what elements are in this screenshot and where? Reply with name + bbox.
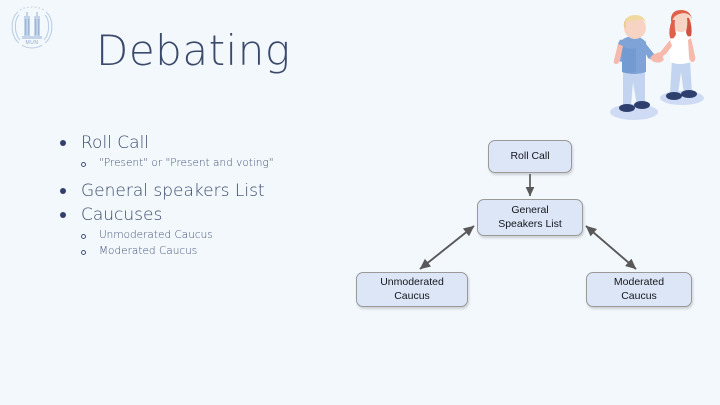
bullet-disc-icon bbox=[60, 140, 66, 146]
svg-text:MUN: MUN bbox=[26, 40, 39, 46]
bullet-label: Caucuses bbox=[81, 205, 163, 226]
two-people-talking-illustration bbox=[596, 2, 718, 124]
flow-node-general-speakers-list[interactable]: General Speakers List bbox=[477, 199, 583, 236]
bullet-disc-icon bbox=[60, 188, 66, 195]
edge-gsl-unmoderated bbox=[419, 225, 475, 270]
sub-bullet-label: Moderated Caucus bbox=[99, 244, 198, 257]
flow-node-label-line1: Unmoderated bbox=[380, 276, 444, 289]
flow-node-label: General Speakers List bbox=[498, 204, 562, 230]
flow-node-label: Unmoderated Caucus bbox=[380, 276, 444, 302]
bullet-circle-icon bbox=[81, 162, 86, 168]
flow-node-unmoderated-caucus[interactable]: Unmoderated Caucus bbox=[356, 272, 468, 307]
list-item: Roll Call bbox=[60, 132, 335, 154]
flow-node-label-line1: Moderated bbox=[613, 276, 665, 289]
woman-figure bbox=[650, 10, 697, 100]
bullet-label: Roll Call bbox=[81, 133, 150, 153]
list-item: Unmoderated Caucus bbox=[81, 228, 335, 242]
flow-node-moderated-caucus[interactable]: Moderated Caucus bbox=[586, 272, 692, 307]
flow-node-label-line2: Caucus bbox=[621, 289, 657, 302]
list-item: "Present" or "Present and voting" bbox=[81, 156, 335, 170]
flow-node-label-line2: Speakers List bbox=[498, 217, 562, 230]
bullet-circle-icon bbox=[81, 234, 86, 240]
list-item: Moderated Caucus bbox=[81, 244, 335, 258]
flow-node-label-line2: Caucus bbox=[394, 289, 430, 302]
sub-list: "Present" or "Present and voting" bbox=[81, 156, 335, 170]
man-figure bbox=[613, 15, 664, 112]
edge-gsl-moderated bbox=[585, 225, 637, 270]
list-item: Caucuses bbox=[60, 204, 335, 226]
page-title: Debating bbox=[96, 26, 291, 75]
debate-flow-diagram: Roll Call General Speakers List Unmodera… bbox=[340, 130, 715, 325]
sub-bullet-label: "Present" or "Present and voting" bbox=[99, 157, 274, 170]
bullet-label: General speakers List bbox=[81, 181, 265, 202]
bullet-disc-icon bbox=[60, 212, 66, 219]
flow-node-roll-call[interactable]: Roll Call bbox=[488, 140, 572, 173]
flow-node-label: Moderated Caucus bbox=[614, 276, 664, 302]
sub-bullet-label: Unmoderated Caucus bbox=[99, 229, 213, 242]
flow-node-label: Roll Call bbox=[510, 149, 550, 162]
mun-club-logo: MUN bbox=[6, 2, 58, 52]
sub-list: Unmoderated Caucus Moderated Caucus bbox=[81, 228, 335, 257]
list-item: General speakers List bbox=[60, 180, 335, 202]
bullet-list: Roll Call "Present" or "Present and voti… bbox=[60, 132, 335, 259]
flow-node-label-line1: General bbox=[511, 204, 549, 217]
bullet-circle-icon bbox=[81, 249, 86, 255]
